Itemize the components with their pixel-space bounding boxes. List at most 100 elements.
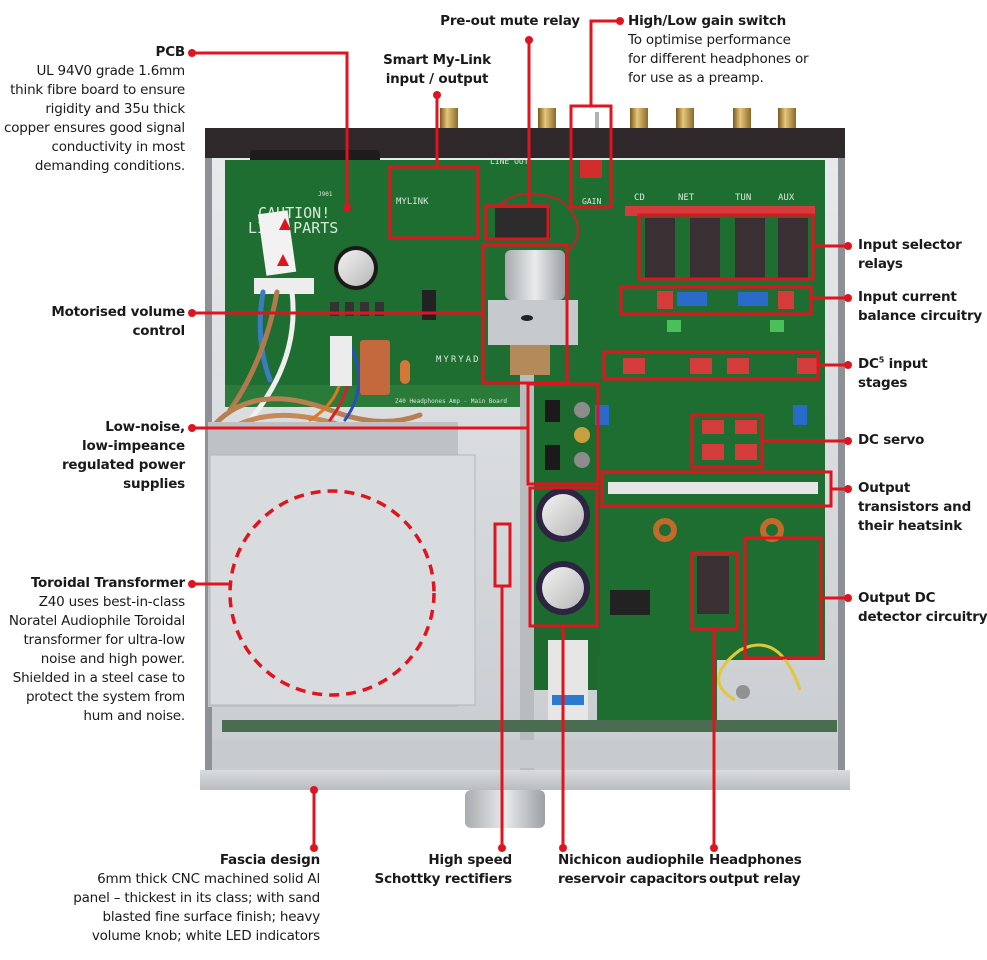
- callout-motorised-volume: Motorised volume control: [0, 303, 185, 341]
- callout-title: low-impeance: [82, 438, 185, 454]
- box-regulators: [526, 382, 600, 486]
- box-mute-relay: [484, 204, 550, 241]
- silk-gain: GAIN: [582, 197, 601, 206]
- callout-title: Headphones: [709, 852, 802, 868]
- callout-line: panel – thickest in its class; with sand: [73, 890, 320, 906]
- caution-sticker: [257, 210, 297, 276]
- callout-line: protect the system from: [25, 689, 185, 705]
- callout-title: control: [132, 323, 185, 339]
- pcb-components-left: [330, 246, 436, 395]
- silk-mylink: MYLINK: [396, 197, 429, 207]
- callout-line: transformer for ultra-low: [23, 632, 185, 648]
- callout-title: DC5 input: [858, 355, 987, 374]
- front-fascia: [200, 740, 850, 828]
- callout-toroidal: Toroidal Transformer Z40 uses best-in-cl…: [0, 574, 185, 726]
- mute-relay-component: [495, 208, 550, 238]
- leader-dots: [188, 17, 852, 852]
- box-balance: [619, 285, 813, 316]
- callout-title: Nichicon audiophile: [558, 852, 704, 868]
- callout-title: Fascia design: [219, 852, 320, 868]
- callout-line: for use as a preamp.: [628, 70, 764, 86]
- gain-switch-component: [580, 160, 602, 178]
- callout-title: High/Low gain switch: [628, 13, 787, 29]
- silk-connector: J901: [318, 191, 333, 198]
- ic-chip: [610, 590, 650, 615]
- silk-brand: MYRYAD: [436, 355, 481, 365]
- silk-input-cd: CD: [634, 193, 645, 203]
- callout-nichicon: Nichicon audiophile reservoir capacitors: [558, 851, 708, 889]
- silkscreen: CAUTION! LIVE PARTS MYLINK LINE OUT GAIN…: [248, 157, 795, 405]
- callout-line: for different headphones or: [628, 51, 809, 67]
- callout-title: Output DC: [858, 590, 936, 606]
- callout-title: Input selector: [858, 237, 962, 253]
- callout-title: Smart My-Link: [383, 52, 491, 68]
- callout-output-transistors: Output transistors and their heatsink: [858, 479, 987, 536]
- lower-pcb: [222, 640, 837, 732]
- selector-relays: [625, 206, 815, 278]
- callout-hp-relay: Headphones output relay: [709, 851, 829, 889]
- leader-lines: [192, 19, 848, 848]
- dc5-components: [623, 358, 819, 374]
- callout-line: Shielded in a steel case to: [12, 670, 185, 686]
- callout-title: balance circuitry: [858, 308, 983, 324]
- callout-title: output relay: [709, 871, 801, 887]
- callout-title: regulated power: [61, 457, 185, 473]
- balance-components: [657, 291, 794, 332]
- input-text: input: [884, 356, 928, 372]
- callout-title: their heatsink: [858, 518, 962, 534]
- dc-servo-components: [595, 405, 807, 460]
- toroid-dashed-outline: [228, 489, 436, 697]
- callout-line: Z40 uses best-in-class: [38, 594, 186, 610]
- silk-input-tun: TUN: [735, 193, 751, 203]
- regulators: [545, 400, 590, 470]
- callout-pcb: PCB UL 94V0 grade 1.6mm think fibre boar…: [0, 43, 185, 176]
- callout-title: input / output: [385, 71, 489, 87]
- callout-title: Toroidal Transformer: [30, 575, 185, 591]
- callout-output-dc: Output DC detector circuitry: [858, 589, 987, 627]
- output-inductors: [653, 518, 784, 542]
- callout-line: volume knob; white LED indicators: [91, 928, 320, 944]
- callout-title: Pre-out mute relay: [440, 13, 580, 29]
- callout-title: Output: [858, 480, 911, 496]
- transformer-shield: [208, 422, 476, 707]
- leader-pcb: [192, 51, 349, 208]
- callout-title: PCB: [155, 44, 186, 60]
- callout-title: Low-noise,: [105, 419, 185, 435]
- callout-power-supplies: Low-noise, low-impeance regulated power …: [0, 418, 185, 494]
- silk-board-name: Z40 Headphones Amp - Main Board: [395, 398, 507, 405]
- callout-fascia: Fascia design 6mm thick CNC machined sol…: [0, 851, 320, 946]
- callout-line: Noratel Audiophile Toroidal: [8, 613, 185, 629]
- callout-line: copper ensures good signal: [4, 120, 185, 136]
- callout-title: Schottky rectifiers: [374, 871, 513, 887]
- callout-title: reservoir capacitors: [558, 871, 707, 887]
- callout-line: demanding conditions.: [34, 158, 185, 174]
- callout-schottky: High speed Schottky rectifiers: [352, 851, 513, 889]
- callout-title: High speed: [428, 852, 512, 868]
- volume-motor: [488, 250, 578, 775]
- callout-line: rigidity and 35u thick: [45, 101, 185, 117]
- callout-dc-servo: DC servo: [858, 431, 987, 450]
- silk-input-aux: AUX: [778, 193, 795, 203]
- callout-title: stages: [858, 375, 908, 391]
- callout-line: conductivity in most: [51, 139, 186, 155]
- reservoir-caps: [536, 488, 590, 615]
- superscript: 5: [878, 355, 885, 365]
- rca-sockets: [440, 108, 796, 130]
- callout-smart-mylink: Smart My-Link input / output: [370, 51, 504, 89]
- callout-title: Motorised volume: [51, 304, 185, 320]
- callout-preout-mute: Pre-out mute relay: [420, 12, 600, 31]
- callout-title: transistors and: [858, 499, 972, 515]
- silk-input-net: NET: [678, 193, 695, 203]
- callout-input-current: Input current balance circuitry: [858, 288, 987, 326]
- callout-line: 6mm thick CNC machined solid Al: [97, 871, 320, 887]
- callout-title: supplies: [123, 476, 185, 492]
- callout-title: detector circuitry: [858, 609, 987, 625]
- callout-line: noise and high power.: [40, 651, 185, 667]
- callout-title: DC servo: [858, 432, 925, 448]
- heatsink-bar: [608, 482, 818, 494]
- callout-line: UL 94V0 grade 1.6mm: [36, 63, 185, 79]
- callout-line: think fibre board to ensure: [10, 82, 185, 98]
- leader-gain: [589, 19, 620, 106]
- callout-title: Input current: [858, 289, 957, 305]
